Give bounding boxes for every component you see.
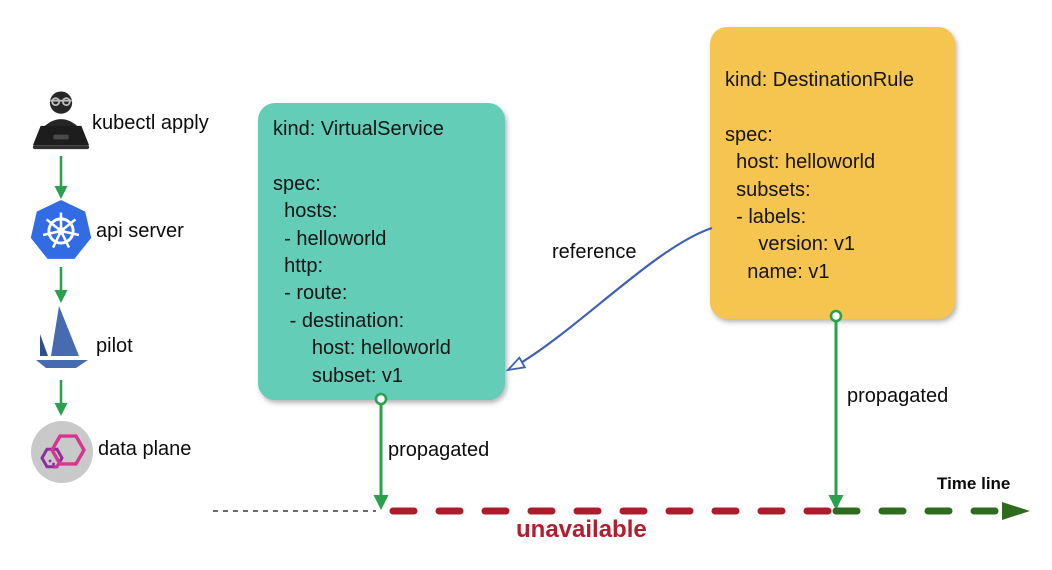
istio-sail-icon — [36, 306, 88, 368]
flow-arrow-kubectl-to-apiserver — [54, 156, 68, 199]
yaml-line — [273, 143, 505, 170]
yaml-line: host: helloworld — [273, 337, 451, 360]
timeline-label: Time line — [937, 474, 1011, 493]
yaml-line: hosts: — [273, 200, 338, 223]
propagated-label-virtualservice: propagated — [388, 439, 490, 461]
propagated-arrow-destinationrule — [828, 309, 844, 510]
propagated-label-destinationrule: propagated — [847, 385, 949, 407]
yaml-line: - destination: — [273, 309, 405, 332]
yaml-line: - route: — [273, 282, 348, 305]
yaml-line: host: helloworld — [725, 151, 876, 174]
yaml-line: subsets: — [725, 178, 811, 201]
reference-label: reference — [552, 241, 637, 263]
yaml-line: - labels: — [725, 205, 807, 228]
destinationrule-box: kind: DestinationRule spec: host: hellow… — [710, 27, 955, 319]
flow-label-pilot: pilot — [96, 335, 133, 357]
timeline-arrowhead-icon — [1002, 502, 1030, 520]
envoy-icon — [31, 421, 93, 483]
yaml-line: kind: DestinationRule — [725, 69, 914, 91]
propagated-arrow-virtualservice — [373, 392, 389, 510]
flow-label-data-plane: data plane — [98, 438, 192, 460]
unavailable-label: unavailable — [516, 516, 647, 543]
flow-arrow-pilot-to-dataplane — [54, 380, 68, 416]
flow-label-kubectl-apply: kubectl apply — [92, 112, 209, 134]
yaml-line: spec: — [273, 172, 321, 195]
flow-label-api-server: api server — [96, 220, 184, 242]
timeline-available-green-line — [832, 502, 1030, 520]
virtualservice-box: kind: VirtualService spec: hosts: - hell… — [258, 103, 505, 400]
kubernetes-icon — [30, 199, 92, 259]
yaml-line: spec: — [725, 123, 773, 146]
flow-arrow-apiserver-to-pilot — [54, 267, 68, 303]
yaml-line: http: — [273, 254, 324, 277]
yaml-line: - helloworld — [273, 227, 387, 250]
yaml-line: version: v1 — [725, 233, 856, 256]
kubectl-user-icon — [32, 91, 90, 150]
yaml-line — [725, 94, 955, 121]
yaml-line: kind: VirtualService — [273, 118, 444, 140]
yaml-line: subset: v1 — [273, 364, 404, 387]
yaml-line: name: v1 — [725, 260, 830, 283]
